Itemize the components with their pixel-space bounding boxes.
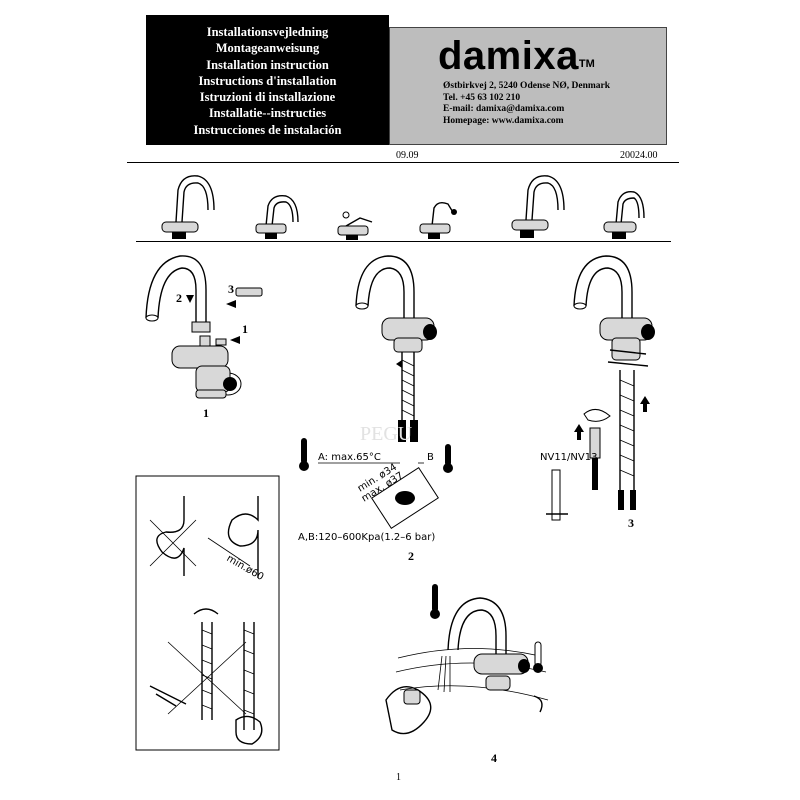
step4-figure: 4 [385, 584, 549, 765]
step1-number: 1 [203, 406, 209, 420]
doc-date: 09.09 [396, 150, 419, 161]
pressure-label: A,B:120–600Kpa(1.2–6 bar) [298, 532, 435, 543]
step1-arrow-label-3: 3 [228, 282, 234, 296]
step2-number: 2 [408, 549, 414, 563]
tool-label: NV11/NV13 [540, 452, 597, 463]
step4-number: 4 [491, 751, 497, 765]
temp-a-label: A: max.65°C [318, 452, 381, 463]
step1-arrow-label-1: 1 [242, 322, 248, 336]
title-it: Istruzioni di installazione [199, 90, 336, 105]
step3-figure: NV11/NV13 3 [540, 255, 655, 530]
variant-faucet-5 [511, 175, 565, 238]
min-bend-label: min.ø60 [225, 553, 266, 583]
step1-figure: 2 3 1 1 [145, 255, 263, 420]
step2-figure: PEGU A: max.65°C B min. ø34 max. ø37 A,B… [298, 255, 453, 563]
email-line: E-mail: damixa@damixa.com [443, 104, 565, 114]
variants-rule [136, 241, 671, 242]
variant-faucet-6 [603, 191, 645, 239]
doc-number: 20024.00 [620, 150, 658, 161]
step3-number: 3 [628, 516, 634, 530]
trademark: TM [578, 58, 595, 70]
label-b: B [427, 452, 434, 463]
page-number: 1 [396, 772, 401, 783]
title-de: Montageanweisung [215, 41, 320, 56]
company-info-box [389, 27, 667, 145]
title-box: Installationsvejledning Montageanweisung… [146, 15, 389, 145]
hose-box-border [135, 475, 280, 751]
variant-faucet-4 [419, 201, 457, 239]
address-line: Østbirkvej 2, 5240 Odense NØ, Denmark [443, 81, 611, 91]
brand-logo: damixaTM [438, 34, 595, 78]
title-es: Instrucciones de instalación [193, 122, 342, 137]
title-fr: Instructions d'installation [198, 73, 337, 88]
variant-faucet-2 [255, 195, 299, 239]
title-nl: Installatie--instructies [208, 106, 327, 121]
company-address: Østbirkvej 2, 5240 Odense NØ, Denmark Te… [443, 81, 610, 127]
title-da: Installationsvejledning [206, 25, 329, 39]
variant-faucet-3 [337, 211, 373, 240]
phone-line: Tel. +45 63 102 210 [443, 92, 521, 103]
title-en: Installation instruction [206, 57, 329, 72]
step1-arrow-label-2: 2 [176, 291, 182, 305]
watermark: PEGU [360, 423, 413, 445]
homepage-line: Homepage: www.damixa.com [443, 115, 564, 126]
brand-name: damixa [438, 34, 579, 78]
variant-faucet-1 [161, 175, 215, 239]
faucet-variants [161, 175, 645, 240]
header-rule [127, 162, 679, 163]
hose-instruction-box: min.ø60 [135, 475, 280, 751]
